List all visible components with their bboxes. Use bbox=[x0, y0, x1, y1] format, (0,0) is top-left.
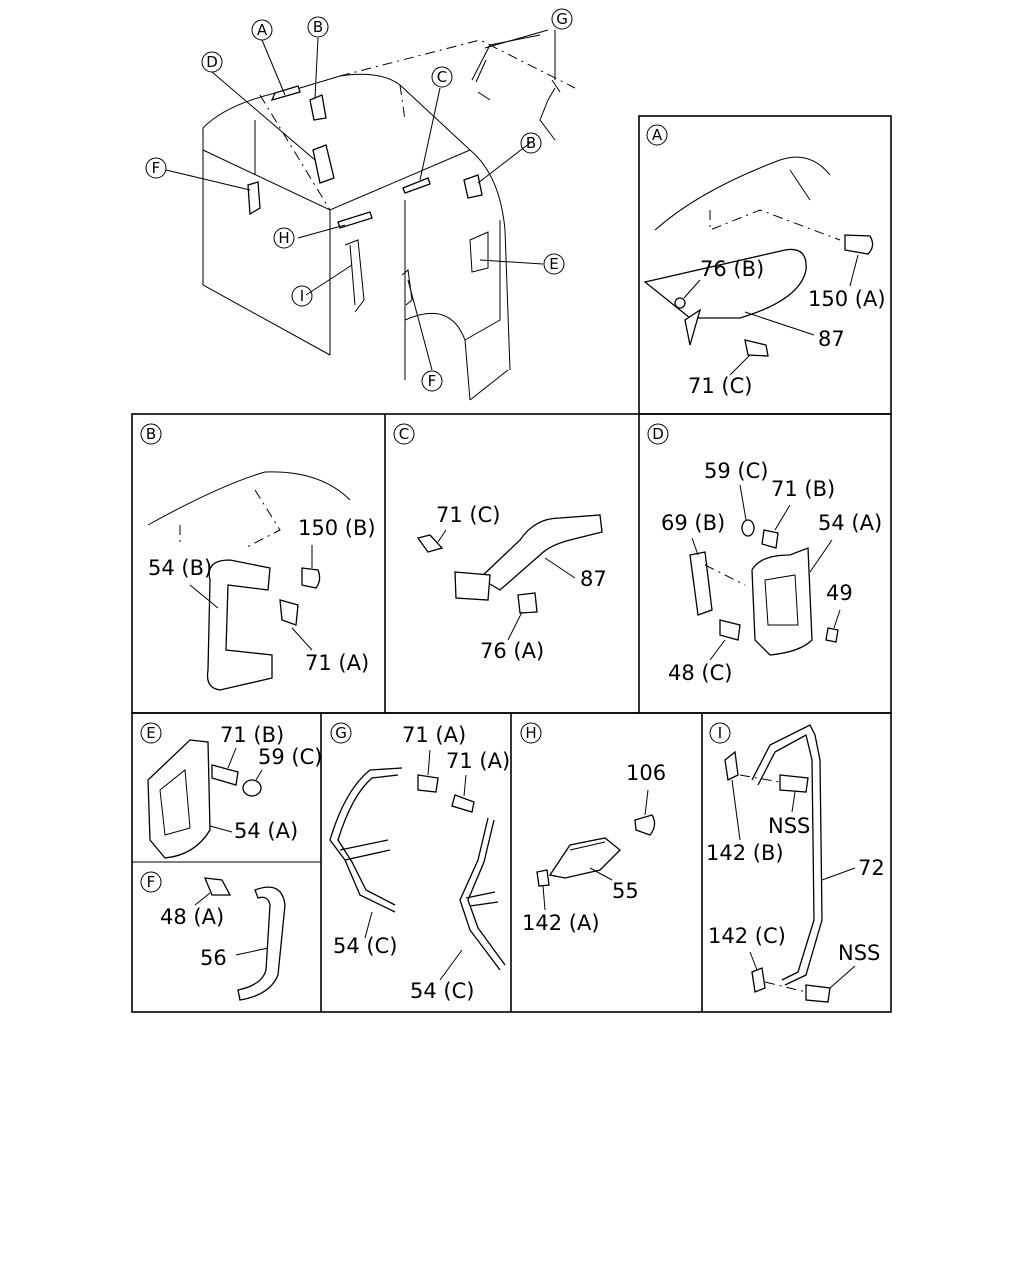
label-87: 87 bbox=[818, 327, 845, 351]
label-59c: 59 (C) bbox=[258, 745, 322, 769]
label-71b: 71 (B) bbox=[220, 723, 284, 747]
panel-i-letter: I bbox=[718, 724, 722, 742]
callout-h: H bbox=[273, 227, 295, 249]
svg-text:D: D bbox=[206, 53, 218, 71]
label-71a-1: 71 (A) bbox=[402, 723, 466, 747]
panel-i: I 142 (B) NSS 72 142 (C) NSS bbox=[706, 722, 885, 1003]
callout-a: A bbox=[251, 19, 273, 41]
label-72: 72 bbox=[858, 856, 885, 880]
panel-c: C 71 (C) 87 76 (A) bbox=[393, 423, 607, 663]
svg-text:C: C bbox=[437, 68, 447, 86]
callout-b: B bbox=[307, 16, 329, 38]
label-71a-2: 71 (A) bbox=[446, 749, 510, 773]
label-71b: 71 (B) bbox=[771, 477, 835, 501]
label-142b: 142 (B) bbox=[706, 841, 784, 865]
panel-c-letter: C bbox=[399, 425, 409, 443]
label-142a: 142 (A) bbox=[522, 911, 600, 935]
callout-c: C bbox=[431, 66, 453, 88]
panel-f: F 48 (A) 56 bbox=[140, 871, 286, 1001]
label-142c: 142 (C) bbox=[708, 924, 786, 948]
label-54c-2: 54 (C) bbox=[410, 979, 474, 1003]
label-71c: 71 (C) bbox=[436, 503, 500, 527]
panel-f-letter: F bbox=[147, 873, 156, 891]
label-54a: 54 (A) bbox=[818, 511, 882, 535]
label-55: 55 bbox=[612, 879, 639, 903]
panel-h-letter: H bbox=[525, 724, 536, 742]
svg-text:I: I bbox=[300, 287, 304, 305]
callout-g: G bbox=[551, 8, 573, 30]
panel-a: A 76 (B) 150 (A) 87 71 (C) bbox=[643, 124, 886, 398]
svg-text:F: F bbox=[152, 159, 161, 177]
panel-a-letter: A bbox=[652, 126, 663, 144]
panel-d-letter: D bbox=[652, 425, 664, 443]
svg-text:G: G bbox=[556, 10, 568, 28]
svg-text:H: H bbox=[278, 229, 289, 247]
label-150b: 150 (B) bbox=[298, 516, 376, 540]
panel-e-letter: E bbox=[146, 724, 155, 742]
overview-cab bbox=[165, 29, 576, 401]
svg-text:F: F bbox=[428, 372, 437, 390]
panel-h: H 106 55 142 (A) bbox=[520, 722, 666, 935]
panel-b: B 150 (B) 54 (B) 71 (A) bbox=[140, 423, 376, 691]
label-59c: 59 (C) bbox=[704, 459, 768, 483]
label-69b: 69 (B) bbox=[661, 511, 725, 535]
svg-text:B: B bbox=[313, 18, 323, 36]
label-48c: 48 (C) bbox=[668, 661, 732, 685]
callout-b: B bbox=[520, 132, 542, 154]
label-49: 49 bbox=[826, 581, 853, 605]
label-nss-2: NSS bbox=[838, 941, 880, 965]
label-54a: 54 (A) bbox=[234, 819, 298, 843]
svg-text:A: A bbox=[257, 21, 268, 39]
panel-g-letter: G bbox=[335, 724, 347, 742]
svg-text:E: E bbox=[549, 255, 558, 273]
label-56: 56 bbox=[200, 946, 227, 970]
panel-e: E 71 (B) 59 (C) 54 (A) bbox=[140, 722, 322, 859]
label-76a: 76 (A) bbox=[480, 639, 544, 663]
label-nss-1: NSS bbox=[768, 814, 810, 838]
label-71a: 71 (A) bbox=[305, 651, 369, 675]
label-76b: 76 (B) bbox=[700, 257, 764, 281]
label-71c: 71 (C) bbox=[688, 374, 752, 398]
panel-d: D 59 (C) 71 (B) 69 (B) 54 (A) 49 48 (C) bbox=[647, 423, 882, 685]
label-150a: 150 (A) bbox=[808, 287, 886, 311]
panel-frames bbox=[131, 115, 892, 1013]
label-54b: 54 (B) bbox=[148, 556, 212, 580]
callout-f: F bbox=[145, 157, 167, 179]
panel-g: G 71 (A) 71 (A) 54 (C) 54 (C) bbox=[329, 722, 510, 1003]
label-87: 87 bbox=[580, 567, 607, 591]
callout-d: D bbox=[201, 51, 223, 73]
overview-callouts: A B G D C B F H E I F bbox=[145, 8, 573, 392]
callout-f: F bbox=[421, 370, 443, 392]
label-106: 106 bbox=[626, 761, 666, 785]
label-48a: 48 (A) bbox=[160, 905, 224, 929]
callout-e: E bbox=[543, 253, 565, 275]
panel-b-letter: B bbox=[146, 425, 156, 443]
callout-i: I bbox=[291, 285, 313, 307]
svg-text:B: B bbox=[526, 134, 536, 152]
